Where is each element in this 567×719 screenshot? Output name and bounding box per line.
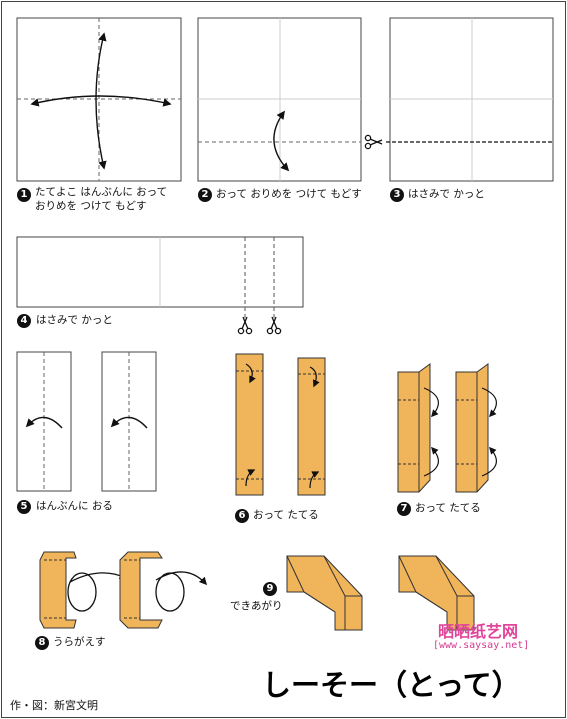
scissors-icon	[364, 134, 383, 150]
step-5-caption: はんぶんに おる	[36, 500, 113, 512]
step-5-badge: 5	[17, 500, 31, 514]
step-4-badge: 4	[17, 314, 31, 328]
step-8-badge: 8	[35, 636, 49, 650]
step-2-badge: 2	[198, 188, 212, 202]
step-2-caption: おって おりめを つけて もどす	[216, 188, 362, 200]
step-9-caption: できあがり	[230, 600, 283, 612]
step-9-diagram	[286, 555, 475, 631]
watermark-logo: 晒晒纸艺网	[438, 622, 519, 641]
step-8-caption: うらがえす	[53, 636, 106, 648]
step-4-caption: はさみで かっと	[36, 314, 113, 326]
page-title: しーそー（とって）	[262, 668, 521, 702]
step-7-caption: おって たてる	[415, 502, 481, 514]
step-8-diagram	[39, 551, 208, 629]
scissors-icon	[237, 316, 253, 335]
step-7-badge: 7	[397, 502, 411, 516]
step-1-diagram	[16, 17, 182, 182]
step-1-caption: たてよこ はんぶんに おって おりめを つけて もどす	[35, 185, 167, 213]
step-2-diagram	[197, 17, 362, 182]
step-1-badge: 1	[17, 188, 31, 202]
step-6-badge: 6	[235, 509, 249, 523]
step-3-badge: 3	[390, 188, 404, 202]
step-1-caption-line1: たてよこ はんぶんに おって	[35, 186, 168, 198]
scissors-icon	[266, 316, 282, 335]
step-1-caption-line2: おりめを つけて もどす	[35, 200, 147, 212]
watermark-url: [www.saysay.net]	[433, 640, 530, 651]
step-7-diagram	[397, 363, 497, 493]
step-6-caption: おって たてる	[253, 509, 319, 521]
step-5-diagram	[16, 351, 157, 492]
step-3-diagram	[364, 17, 554, 182]
step-6-diagram	[235, 353, 326, 496]
step-3-caption: はさみで かっと	[408, 188, 485, 200]
step-9-badge: 9	[263, 582, 277, 596]
author-credit: 作・図：新宮文明	[10, 699, 98, 712]
step-4-diagram	[16, 236, 304, 335]
